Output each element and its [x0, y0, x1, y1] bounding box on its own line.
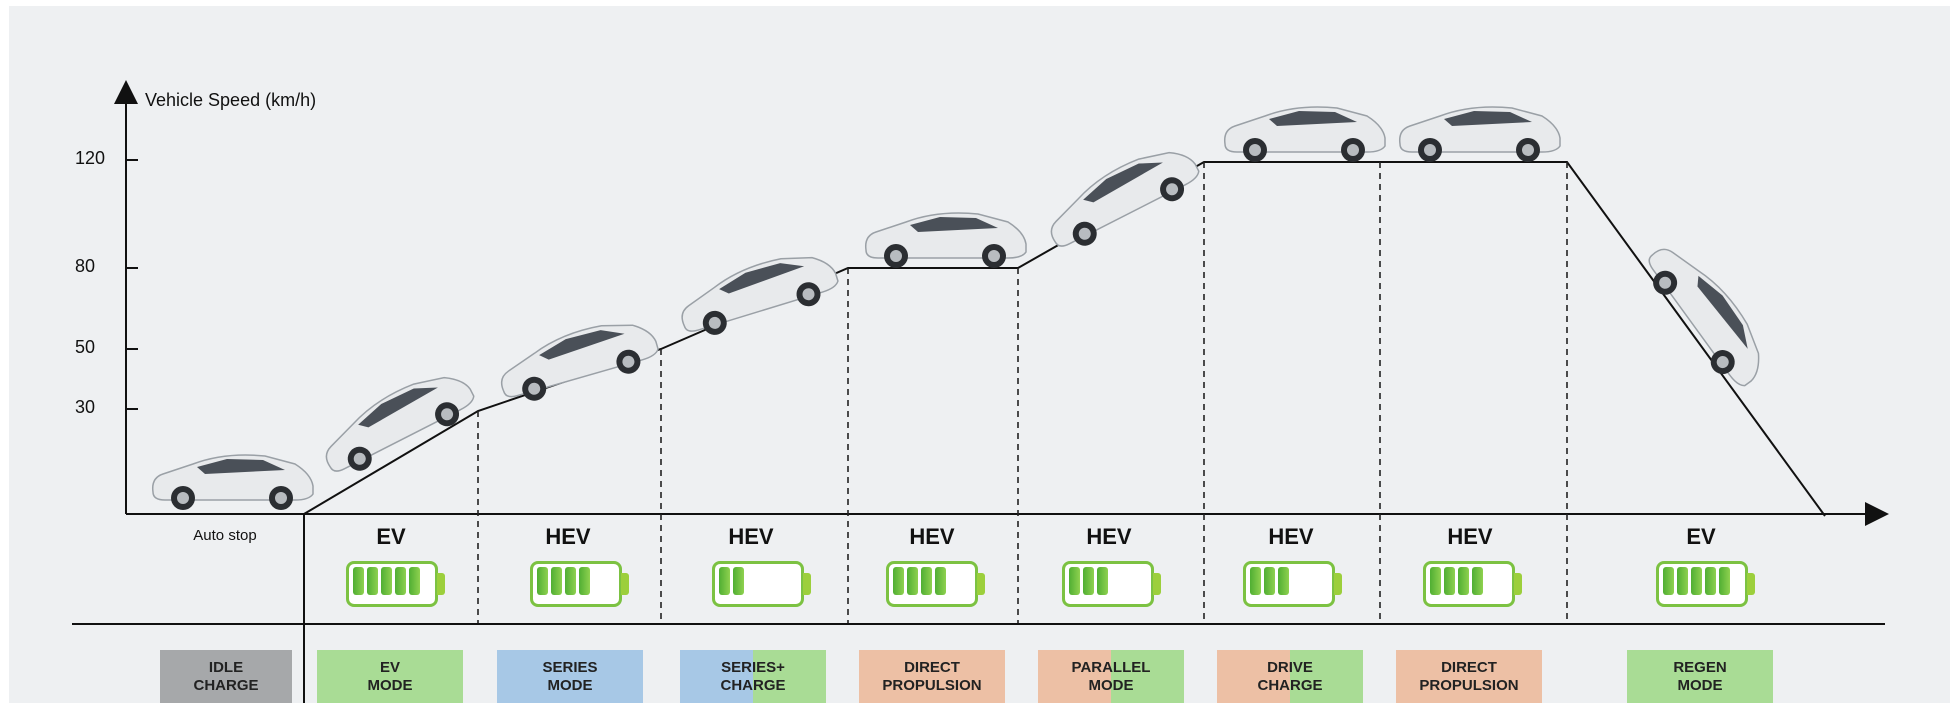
mode-line-1: REGEN [1673, 659, 1727, 676]
mode-box-regen: REGEN MODE [1627, 650, 1773, 703]
phase-label-hev: HEV [909, 524, 955, 549]
car-icon [492, 310, 664, 410]
battery-cell [1069, 567, 1080, 595]
phase-label-hev: HEV [728, 524, 774, 549]
phase-label-hev: HEV [1268, 524, 1314, 549]
car-icon [1037, 135, 1207, 259]
phase-dividers [477, 162, 1568, 624]
battery-cell [1444, 567, 1455, 595]
battery-cell [1278, 567, 1289, 595]
phase-label-hev: HEV [1086, 524, 1132, 549]
mode-line-2: CHARGE [720, 677, 786, 694]
battery-cell [409, 567, 420, 595]
car-icon [1398, 106, 1561, 163]
battery-icon [1062, 561, 1162, 609]
mode-line-1: SERIES [542, 659, 598, 676]
mode-line-1: DRIVE [1267, 659, 1313, 676]
mode-line-1: SERIES+ [721, 659, 785, 676]
mode-box-series: SERIES MODE [497, 650, 643, 703]
mode-line-2: MODE [1677, 677, 1723, 694]
mode-line-1: PARALLEL [1071, 659, 1151, 676]
battery-cell [733, 567, 744, 595]
battery-cell [1458, 567, 1469, 595]
mode-box-parallel: PARALLEL MODE [1038, 650, 1184, 703]
y-tick-80: 80 [75, 256, 96, 276]
battery-icon [712, 561, 812, 609]
battery-cell [1430, 567, 1441, 595]
mode-box-direct-propulsion: DIRECT PROPULSION [859, 650, 1005, 703]
y-tick-120: 120 [75, 148, 106, 168]
battery-icon [1423, 561, 1523, 609]
car-icon [672, 243, 844, 344]
phase-label-hev: HEV [1447, 524, 1493, 549]
battery-cell [1083, 567, 1094, 595]
mode-line-1: IDLE [208, 659, 244, 676]
phase-label-hev: HEV [545, 524, 591, 549]
mode-line-1: DIRECT [1441, 659, 1497, 676]
battery-cell [1663, 567, 1674, 595]
mode-line-2: CHARGE [1257, 677, 1323, 694]
battery-cell [719, 567, 730, 595]
battery-cell [1705, 567, 1716, 595]
auto-stop-label: Auto stop [193, 527, 257, 544]
battery-icon [346, 561, 446, 609]
mode-box-ev: EV MODE [317, 650, 463, 703]
battery-cell [1250, 567, 1261, 595]
battery-cell [537, 567, 548, 595]
battery-cell [353, 567, 364, 595]
mode-line-2: MODE [547, 677, 593, 694]
y-axis-label: Vehicle Speed (km/h) [145, 90, 317, 110]
mode-box-drive-charge: DRIVE CHARGE [1217, 650, 1363, 703]
mode-line-2: MODE [367, 677, 413, 694]
mode-line-1: EV [379, 659, 400, 676]
battery-cell [565, 567, 576, 595]
battery-cell [907, 567, 918, 595]
mode-box-series-charge: SERIES+ CHARGE [680, 650, 826, 703]
battery-cell [1677, 567, 1688, 595]
mode-line-1: DIRECT [904, 659, 960, 676]
battery-cell [381, 567, 392, 595]
battery-cell [935, 567, 946, 595]
y-tick-30: 30 [75, 397, 96, 417]
y-tick-50: 50 [75, 337, 96, 357]
car-icon [1636, 232, 1778, 396]
battery-cell [551, 567, 562, 595]
battery-cell [921, 567, 932, 595]
mode-line-2: MODE [1088, 677, 1134, 694]
speed-profile-line [303, 161, 1826, 517]
car-icon [864, 212, 1027, 269]
mode-box-idle-charge: IDLE CHARGE [160, 650, 292, 703]
car-icon [312, 360, 482, 484]
battery-icon [1243, 561, 1343, 609]
battery-cell [1264, 567, 1275, 595]
battery-icon [886, 561, 986, 609]
battery-cell [1097, 567, 1108, 595]
battery-cell [1472, 567, 1483, 595]
car-icon [151, 454, 314, 511]
battery-cell [579, 567, 590, 595]
battery-cell [367, 567, 378, 595]
mode-line-2: PROPULSION [1419, 677, 1519, 694]
phase-label-ev: EV [376, 524, 406, 549]
battery-cell [1691, 567, 1702, 595]
mode-box-direct-propulsion: DIRECT PROPULSION [1396, 650, 1542, 703]
phase-label-ev: EV [1686, 524, 1716, 549]
battery-cell [1719, 567, 1730, 595]
car-icon [1223, 106, 1386, 163]
battery-cell [893, 567, 904, 595]
battery-cell [395, 567, 406, 595]
mode-line-2: PROPULSION [882, 677, 982, 694]
mode-line-2: CHARGE [193, 677, 259, 694]
battery-icon [530, 561, 630, 609]
battery-icon [1656, 561, 1756, 609]
